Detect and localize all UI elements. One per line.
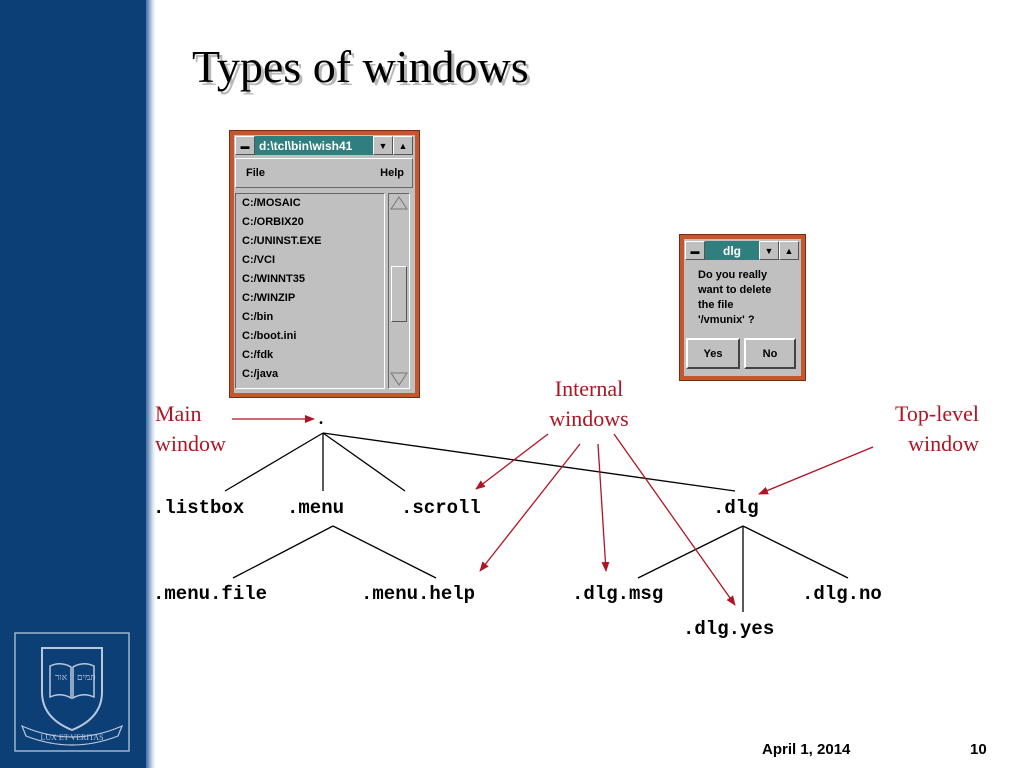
system-menu-button[interactable]: ▬ xyxy=(235,136,255,155)
list-item[interactable]: C:/VCI xyxy=(242,254,275,266)
label-internal-windows-1: Internal xyxy=(555,376,623,401)
arrow-internal-dlg-yes xyxy=(613,433,736,606)
minimize-button[interactable]: ▼ xyxy=(759,241,779,260)
sidebar-band xyxy=(0,0,148,768)
node-listbox: .listbox xyxy=(153,497,244,519)
vertical-scrollbar[interactable] xyxy=(388,193,410,389)
tk-main-window: ▬ d:\tcl\bin\wish41 ▼ ▲ File Help C:/MOS… xyxy=(229,130,420,398)
node-dlg: .dlg xyxy=(713,497,759,519)
scrollbar-thumb[interactable] xyxy=(391,266,407,322)
svg-text:תמים: תמים xyxy=(77,673,96,683)
menu-bar: File Help xyxy=(235,158,413,188)
edge-dlg-no xyxy=(742,525,849,579)
svg-text:אור: אור xyxy=(55,673,68,683)
edge-dlg-msg xyxy=(637,525,744,579)
node-dlg-yes: .dlg.yes xyxy=(683,618,774,640)
maximize-button[interactable]: ▲ xyxy=(393,136,413,155)
yes-button[interactable]: Yes xyxy=(686,338,740,369)
minimize-button[interactable]: ▼ xyxy=(373,136,393,155)
edge-root-listbox xyxy=(224,432,324,492)
list-item[interactable]: C:/ORBIX20 xyxy=(242,216,304,228)
footer-date: April 1, 2014 xyxy=(762,741,851,758)
arrow-internal-dlg-msg xyxy=(597,443,610,572)
window-caption: d:\tcl\bin\wish41 xyxy=(255,136,373,155)
menu-help[interactable]: Help xyxy=(380,167,404,179)
crest-motto: LUX ET VERITAS xyxy=(40,733,103,742)
label-main-window-1: Main xyxy=(155,401,201,426)
maximize-button[interactable]: ▲ xyxy=(779,241,799,260)
node-menu-file: .menu.file xyxy=(153,583,267,605)
list-item[interactable]: C:/java xyxy=(242,368,279,380)
slide-title: Types of windows xyxy=(192,41,529,92)
dialog-message-line: '/vmunix' ? xyxy=(698,314,755,326)
dialog-message-line: want to delete xyxy=(698,284,772,296)
scroll-up-arrow-icon[interactable] xyxy=(389,195,409,211)
menu-file[interactable]: File xyxy=(246,167,265,179)
node-scroll: .scroll xyxy=(401,497,481,519)
edge-root-dlg xyxy=(322,432,736,492)
file-listbox[interactable]: C:/MOSAIC C:/ORBIX20 C:/UNINST.EXE C:/VC… xyxy=(235,193,385,389)
dialog-message-line: the file xyxy=(698,299,734,311)
arrow-internal-scroll xyxy=(475,433,549,490)
label-main-window-2: window xyxy=(155,431,226,456)
list-item[interactable]: C:/boot.ini xyxy=(242,330,297,342)
label-top-level-2: window xyxy=(908,431,979,456)
node-menu-help: .menu.help xyxy=(361,583,475,605)
arrow-internal-menu-help xyxy=(479,443,581,572)
system-menu-button[interactable]: ▬ xyxy=(685,241,705,260)
label-top-level-1: Top-level xyxy=(895,401,979,426)
tk-dialog-window: ▬ dlg ▼ ▲ Do you really want to delete t… xyxy=(679,234,806,381)
list-item[interactable]: C:/WINZIP xyxy=(242,292,296,304)
edge-root-scroll xyxy=(322,432,406,492)
list-item[interactable]: C:/MOSAIC xyxy=(242,197,301,209)
node-dlg-no: .dlg.no xyxy=(802,583,882,605)
list-item[interactable]: C:/bin xyxy=(242,311,274,323)
dialog-message: Do you really want to delete the file '/… xyxy=(698,268,771,328)
list-item[interactable]: C:/WINNT35 xyxy=(242,273,305,285)
yale-crest-logo: אור תמים LUX ET VERITAS xyxy=(14,632,130,752)
dialog-message-line: Do you really xyxy=(698,269,768,281)
node-dlg-msg: .dlg.msg xyxy=(572,583,663,605)
no-button[interactable]: No xyxy=(744,338,796,369)
list-item[interactable]: C:/fdk xyxy=(242,349,274,361)
page-number: 10 xyxy=(970,741,987,758)
dialog-caption: dlg xyxy=(705,241,759,260)
tree-root: . xyxy=(318,404,324,430)
sidebar-edge-gradient xyxy=(146,0,156,768)
node-menu: .menu xyxy=(287,497,344,519)
label-internal-windows-2: windows xyxy=(549,406,628,431)
list-item[interactable]: C:/UNINST.EXE xyxy=(242,235,322,247)
arrow-top-level-dlg xyxy=(758,446,874,495)
edge-menu-help xyxy=(332,525,437,579)
scroll-down-arrow-icon[interactable] xyxy=(389,371,409,387)
edge-menu-file xyxy=(232,525,334,579)
